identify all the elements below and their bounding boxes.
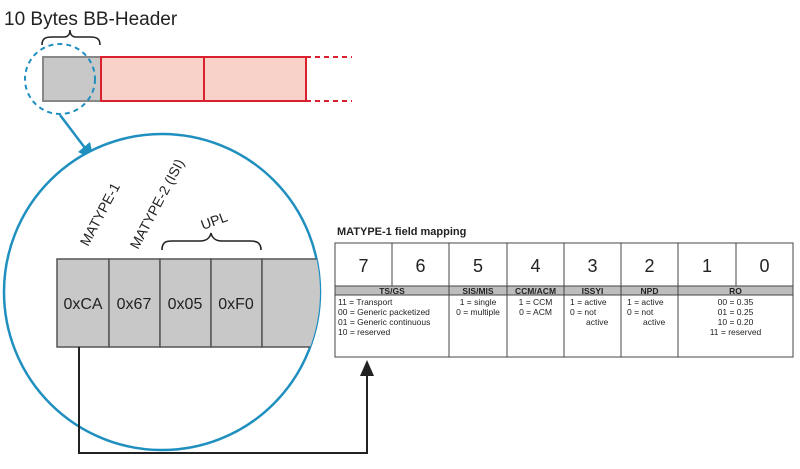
zoom-source-circle xyxy=(24,43,96,115)
byte-cell xyxy=(159,258,212,348)
upl-brace xyxy=(161,232,262,251)
field-value-line: 10 = 0.20 xyxy=(718,317,754,327)
bit-number: 0 xyxy=(759,256,769,276)
field-body xyxy=(334,294,450,358)
header-byte-block xyxy=(42,56,102,102)
field-name: NPD xyxy=(641,286,659,296)
field-value-line: 01 = 0.25 xyxy=(718,307,754,317)
mapping-title: MATYPE-1 field mapping xyxy=(337,226,466,238)
mapping-connector-head xyxy=(360,360,374,376)
mapping-connector xyxy=(78,347,368,454)
field-value-line: 1 = active xyxy=(570,297,607,307)
field-value-line: 00 = Generic packetized xyxy=(338,307,430,317)
header-segment xyxy=(100,56,205,102)
field-name: CCM/ACM xyxy=(515,286,556,296)
field-body xyxy=(506,294,565,358)
field-value-line: 0 = not xyxy=(570,307,597,317)
field-value-line: 0 = ACM xyxy=(519,307,552,317)
field-body xyxy=(677,294,794,358)
field-name: ISSYI xyxy=(582,286,604,296)
bit-number: 1 xyxy=(702,256,712,276)
bit-cell xyxy=(735,242,794,287)
byte-value: 0x05 xyxy=(168,296,203,313)
field-value-line: 01 = Generic continuous xyxy=(338,317,430,327)
field-name: TS/GS xyxy=(379,286,405,296)
field-name: RO xyxy=(729,286,742,296)
bit-number: 4 xyxy=(530,256,540,276)
bit-number: 3 xyxy=(587,256,597,276)
bit-number: 6 xyxy=(415,256,425,276)
field-value-line: active xyxy=(586,317,608,327)
field-value-line: 11 = Transport xyxy=(338,297,393,307)
byte-cell xyxy=(108,258,161,348)
bit-cell xyxy=(506,242,565,287)
header-brace xyxy=(41,29,101,46)
field-body xyxy=(563,294,622,358)
bit-number: 2 xyxy=(644,256,654,276)
field-value-line: 1 = single xyxy=(460,297,497,307)
field-value-line: 0 = not xyxy=(627,307,654,317)
header-title: 10 Bytes BB-Header xyxy=(4,9,178,30)
byte-value: 0x67 xyxy=(117,296,152,313)
field-value-line: active xyxy=(643,317,665,327)
bit-number: 7 xyxy=(358,256,368,276)
field-value-line: 1 = active xyxy=(627,297,664,307)
field-name: SIS/MIS xyxy=(462,286,494,296)
field-value-line: 11 = reserved xyxy=(710,327,762,337)
field-body xyxy=(620,294,679,358)
field-body xyxy=(448,294,508,358)
field-value-line: 1 = CCM xyxy=(519,297,553,307)
bb-header-strip xyxy=(42,56,352,102)
byte-cell-partial xyxy=(261,258,320,348)
byte-value: 0xF0 xyxy=(218,296,254,313)
field-value-line: 10 = reserved xyxy=(338,327,390,337)
bit-cell xyxy=(620,242,679,287)
zoom-arrow xyxy=(59,114,89,153)
bit-number: 5 xyxy=(473,256,483,276)
zoom-view: 0xCA 0x67 0x05 0xF0 MATYPE-1 MATYPE-2 (I… xyxy=(2,132,322,452)
field-value-line: 0 = multiple xyxy=(456,307,500,317)
bit-cell xyxy=(334,242,393,287)
bit-cell xyxy=(391,242,450,287)
header-segment xyxy=(203,56,307,102)
byte-value: 0xCA xyxy=(63,296,102,313)
field-value-line: 00 = 0.35 xyxy=(718,297,754,307)
